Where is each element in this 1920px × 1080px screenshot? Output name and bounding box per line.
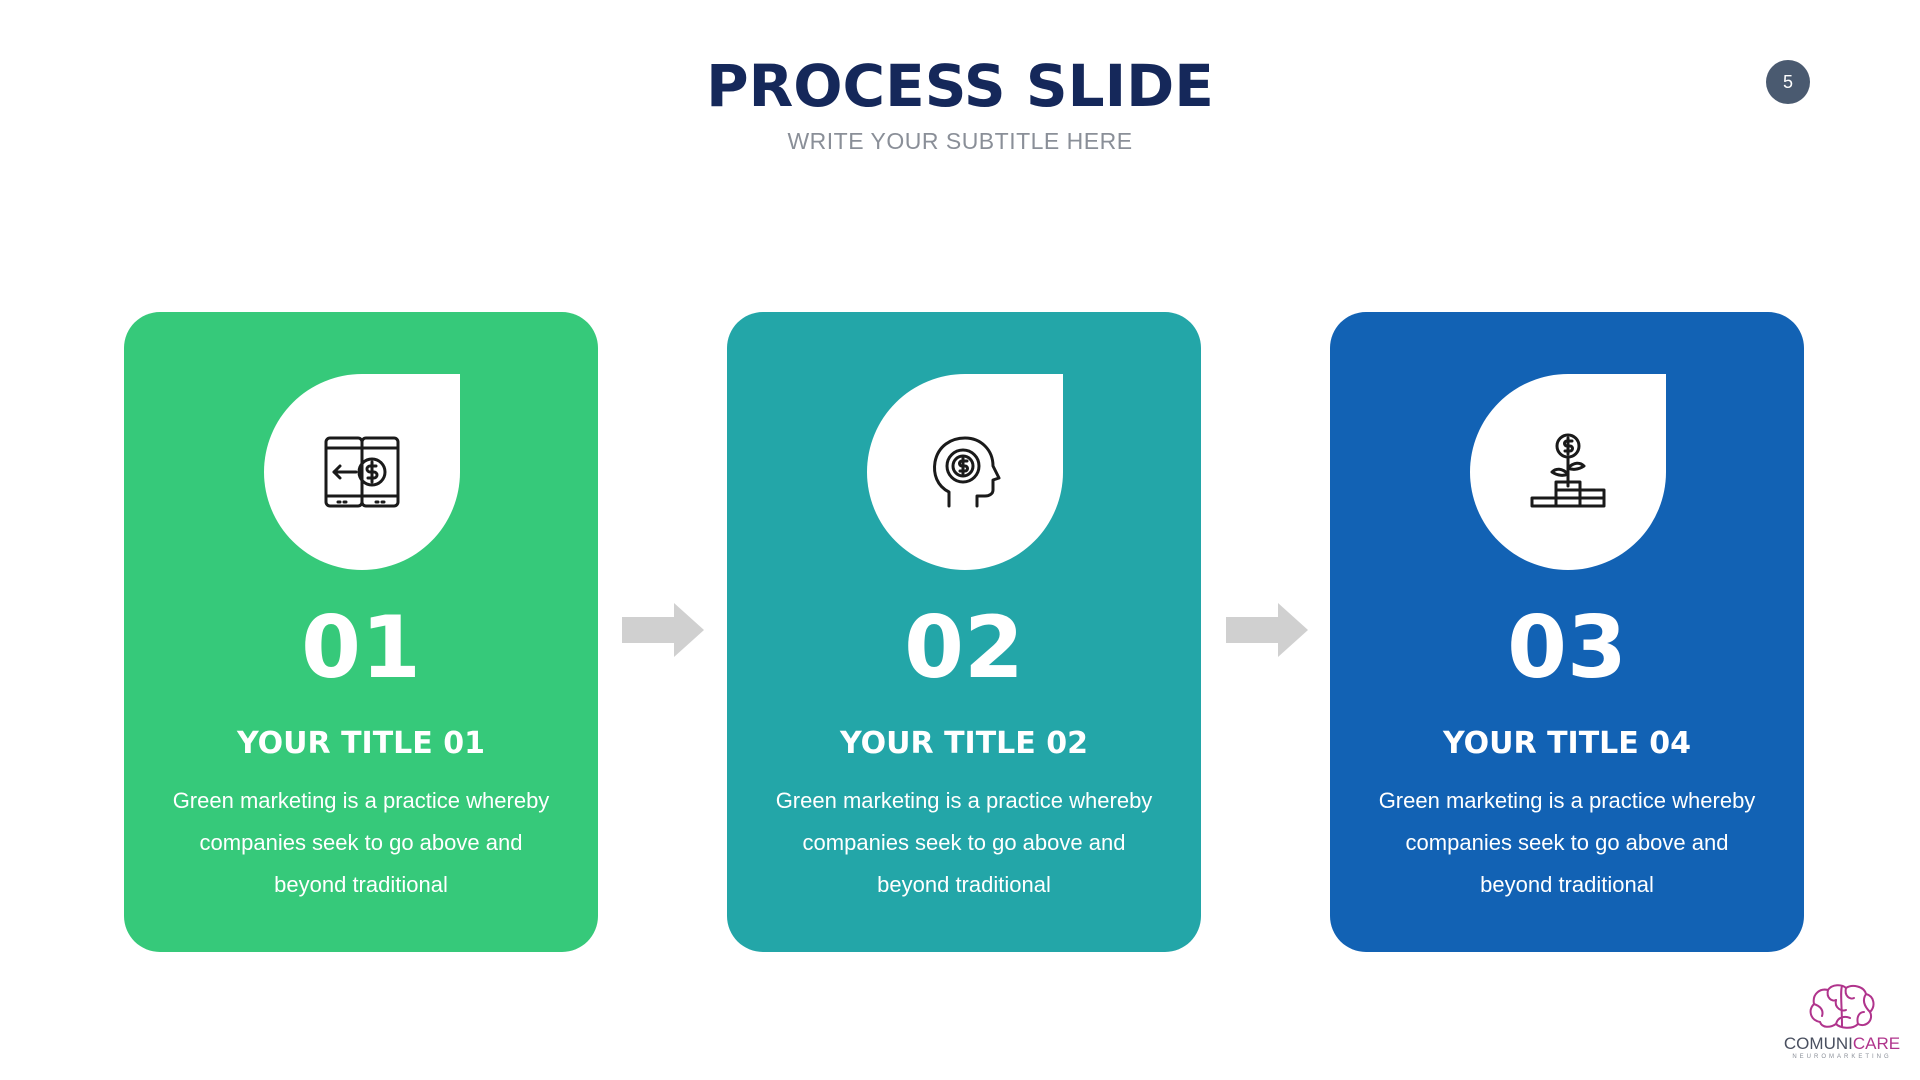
brain-logo-icon <box>1809 984 1875 1029</box>
step-title: YOUR TITLE 02 <box>840 726 1088 761</box>
logo-wordmark-main: COMUNI <box>1783 1034 1853 1053</box>
process-card-2: 02 YOUR TITLE 02 Green marketing is a pr… <box>727 312 1201 952</box>
arrow-right-icon <box>1226 603 1308 657</box>
slide-subtitle: WRITE YOUR SUBTITLE HERE <box>787 128 1133 154</box>
step-title: YOUR TITLE 04 <box>1443 726 1691 761</box>
logo-tagline: NEUROMARKETING <box>1792 1054 1892 1060</box>
icon-circle <box>264 374 460 570</box>
logo-wordmark: COMUNICARE <box>1774 1034 1910 1054</box>
arrow-right-icon <box>622 603 704 657</box>
step-title: YOUR TITLE 01 <box>237 726 485 761</box>
slide-title: PROCESS SLIDE <box>706 52 1214 120</box>
mobile-money-transfer-icon <box>324 436 400 508</box>
process-card-1: 01 YOUR TITLE 01 Green marketing is a pr… <box>124 312 598 952</box>
company-logo: COMUNICARE NEUROMARKETING <box>1774 982 1910 1062</box>
icon-circle <box>867 374 1063 570</box>
step-description: Green marketing is a practice whereby co… <box>775 788 1153 897</box>
money-mind-icon <box>933 436 1001 508</box>
icon-circle <box>1470 374 1666 570</box>
logo-wordmark-accent: CARE <box>1852 1034 1901 1053</box>
step-number: 03 <box>1507 598 1627 698</box>
step-description: Green marketing is a practice whereby co… <box>1378 788 1756 897</box>
step-number: 01 <box>301 598 421 698</box>
page-number-badge: 5 <box>1766 60 1810 104</box>
step-description: Green marketing is a practice whereby co… <box>172 788 550 897</box>
process-card-3: 03 YOUR TITLE 04 Green marketing is a pr… <box>1330 312 1804 952</box>
step-number: 02 <box>904 598 1024 698</box>
money-growth-plant-icon <box>1530 433 1606 508</box>
